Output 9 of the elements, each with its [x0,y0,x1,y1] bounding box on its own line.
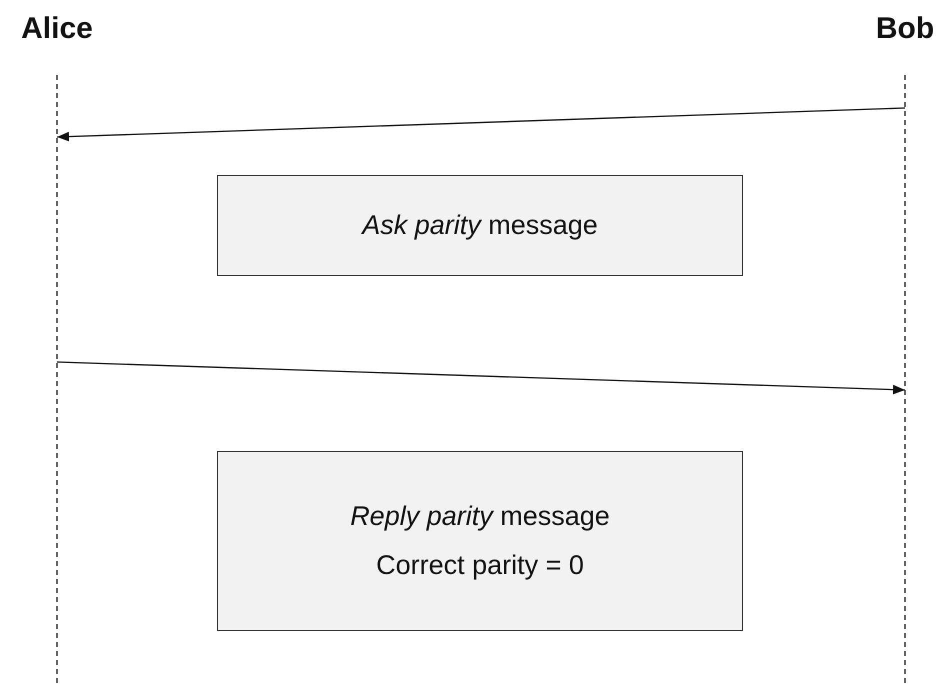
arrow [56,107,906,142]
message-box [217,175,743,276]
arrow [56,361,906,394]
message-title: Ask parity message [362,210,598,241]
message-box [217,451,743,631]
message-title: Reply parity message [350,501,610,532]
participant-label: Bob [876,12,934,46]
participant-label: Alice [21,12,93,46]
message-detail: Correct parity = 0 [376,550,584,581]
